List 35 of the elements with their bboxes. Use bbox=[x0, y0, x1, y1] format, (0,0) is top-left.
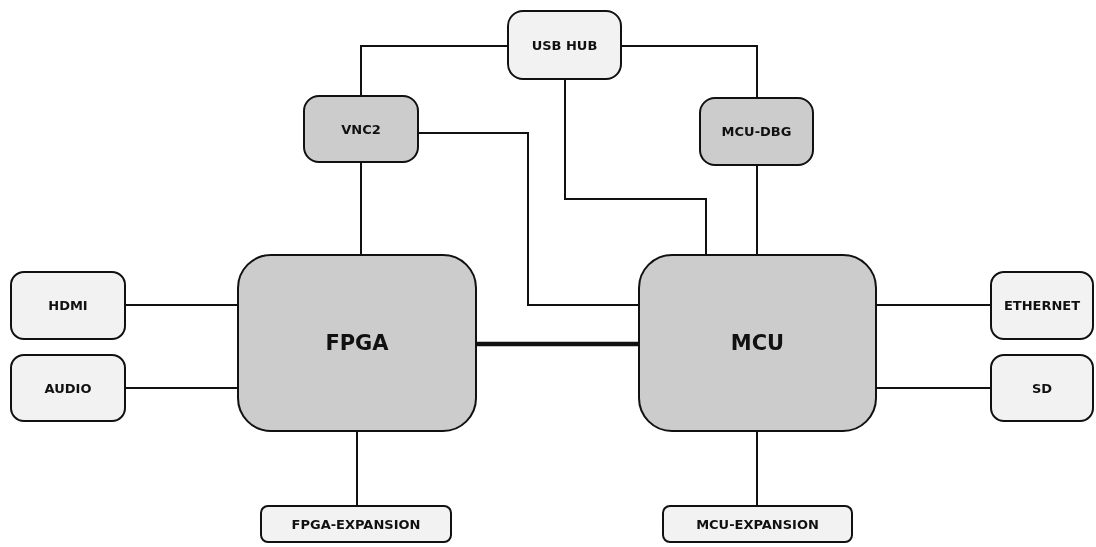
component-box bbox=[990, 354, 1094, 422]
component-box bbox=[507, 10, 622, 80]
connection-line bbox=[876, 304, 991, 306]
component-box bbox=[10, 271, 126, 340]
component-label: FPGA-EXPANSION bbox=[291, 516, 421, 532]
connection-line bbox=[125, 304, 238, 306]
component-box bbox=[260, 505, 452, 543]
connection-line bbox=[756, 165, 758, 255]
connection-line bbox=[477, 341, 638, 347]
component-label: AUDIO bbox=[44, 380, 92, 396]
chip-box bbox=[237, 254, 477, 432]
component-label: HDMI bbox=[48, 298, 88, 313]
component-label: MCU-DBG bbox=[721, 124, 792, 139]
component-label: VNC2 bbox=[341, 121, 381, 137]
component-box bbox=[990, 271, 1094, 340]
component-box bbox=[303, 95, 419, 163]
connection-line bbox=[621, 45, 758, 98]
connection-line bbox=[756, 431, 758, 506]
component-label: MCU bbox=[730, 331, 785, 355]
connection-line bbox=[418, 132, 639, 306]
component-label: ETHERNET bbox=[1003, 298, 1081, 313]
connection-line bbox=[356, 431, 358, 506]
component-box bbox=[699, 97, 814, 166]
component-label: USB HUB bbox=[531, 37, 598, 53]
connection-line bbox=[125, 387, 238, 389]
chip-box bbox=[638, 254, 877, 432]
connection-line bbox=[876, 387, 991, 389]
connection-line bbox=[360, 162, 362, 255]
component-box bbox=[10, 354, 126, 422]
component-label: MCU-EXPANSION bbox=[696, 516, 819, 532]
component-label: FPGA bbox=[325, 331, 389, 355]
component-label: SD bbox=[1031, 380, 1053, 396]
component-box bbox=[662, 505, 853, 543]
connection-line bbox=[360, 45, 508, 96]
connection-line bbox=[564, 79, 707, 255]
